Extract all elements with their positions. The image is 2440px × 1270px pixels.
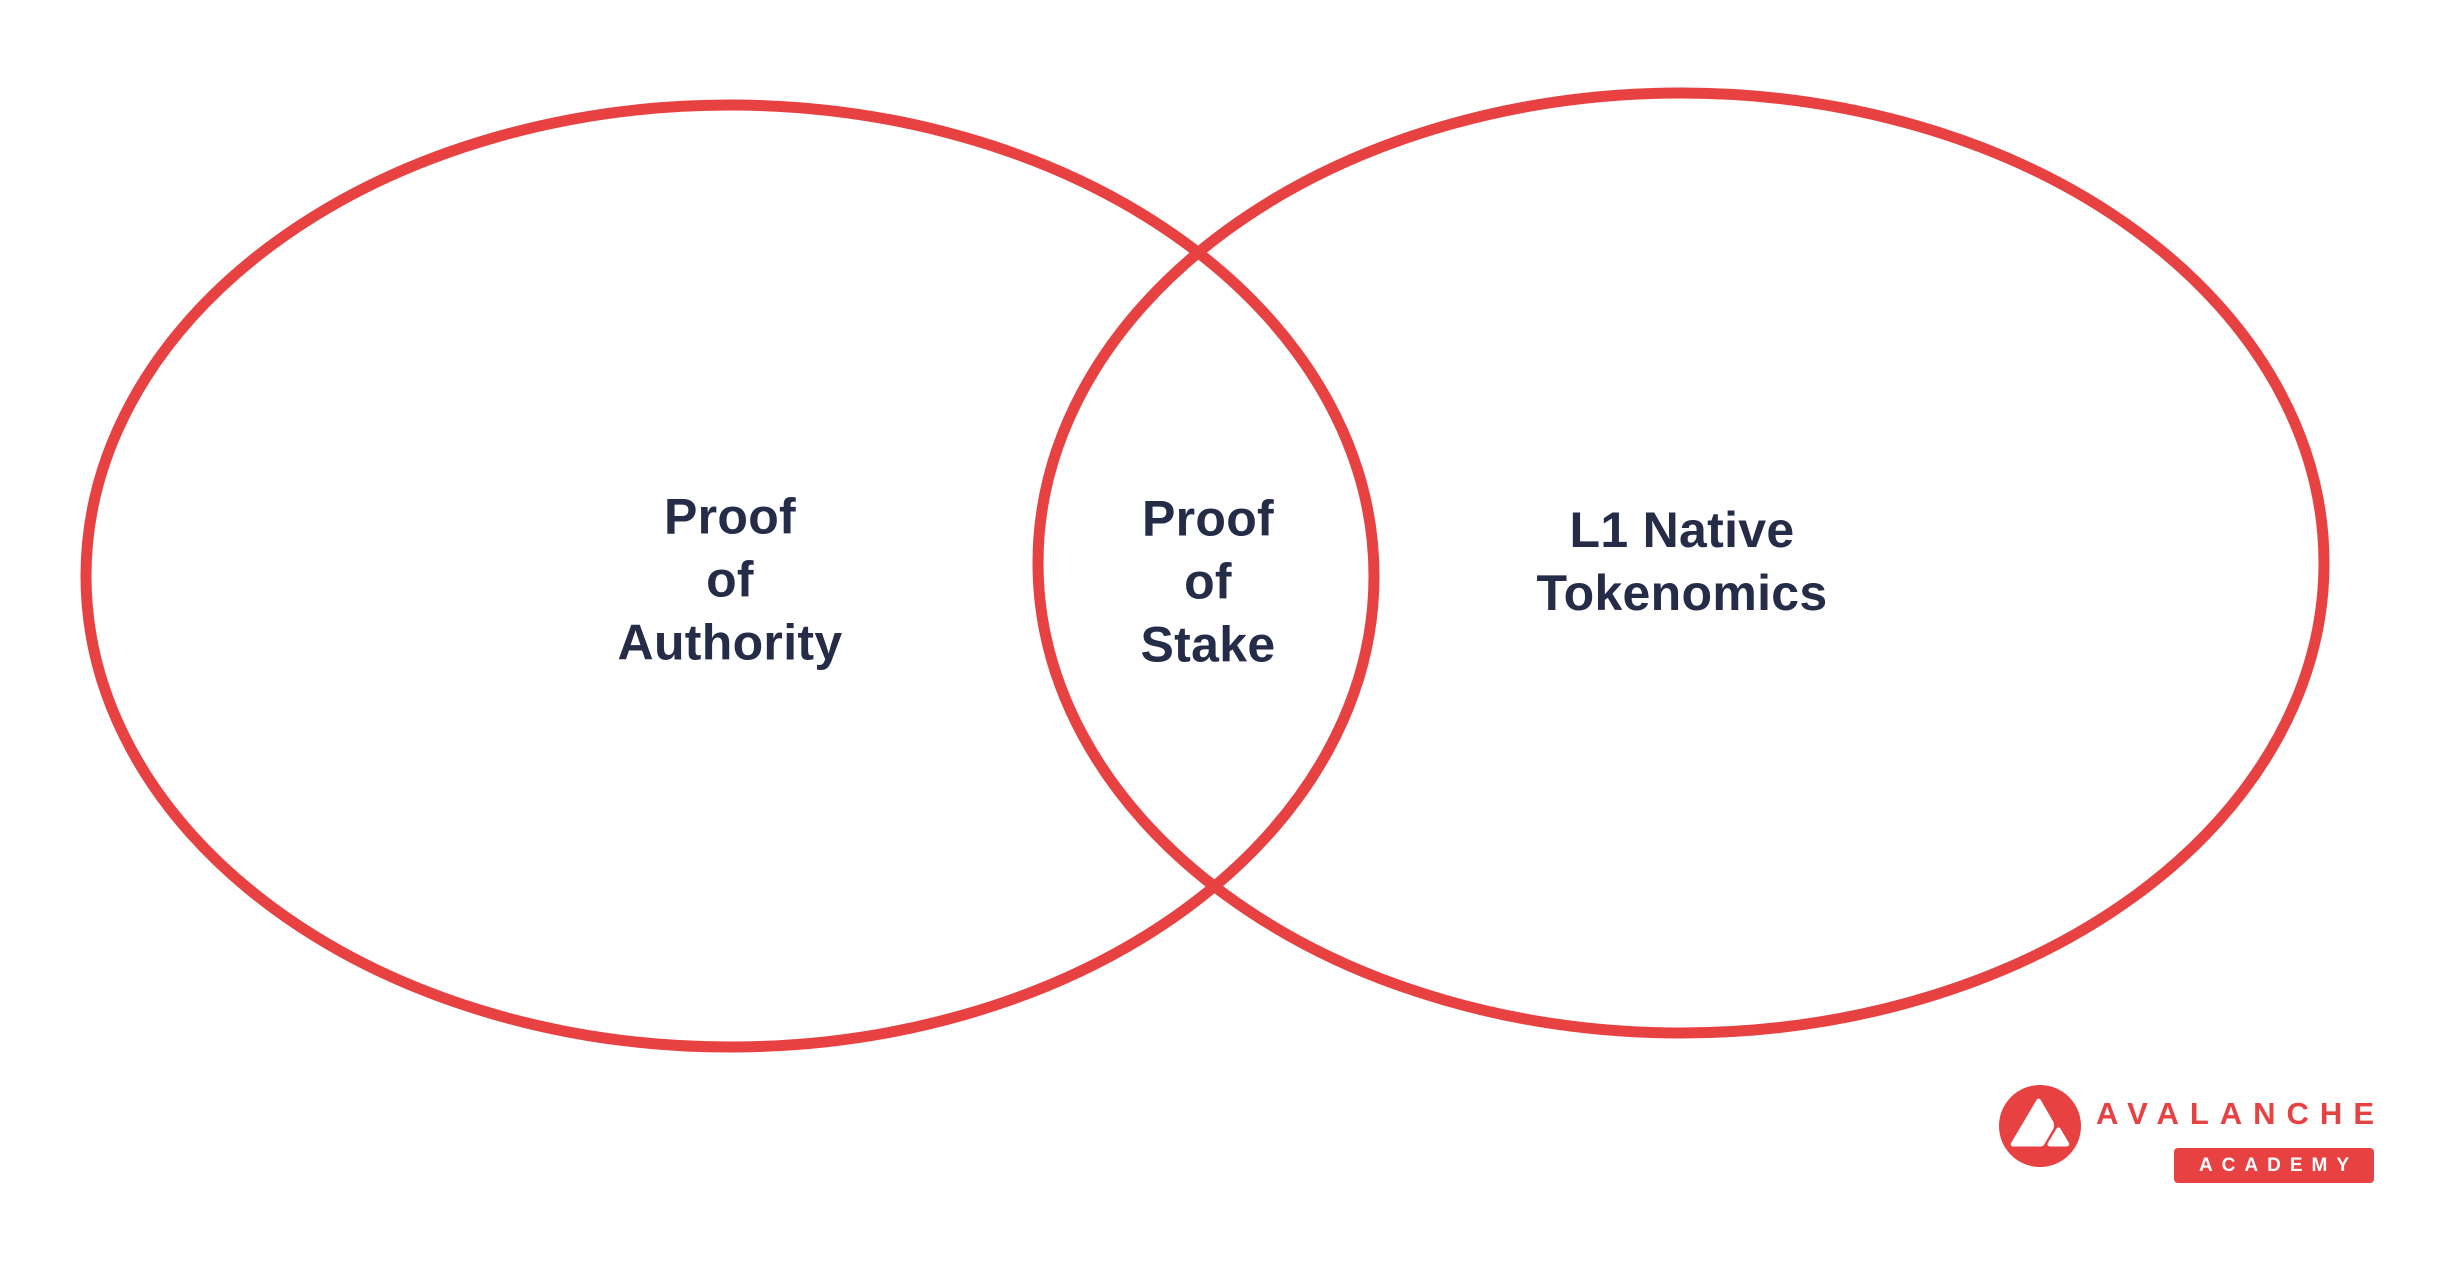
intersection-label: Proof of Stake (1141, 488, 1276, 677)
avalanche-logo-icon (1998, 1085, 2081, 1167)
intersection-label-line: Stake (1140, 616, 1276, 673)
left-set-label: Proof of Authority (618, 486, 843, 675)
logo-mountain-large (2010, 1098, 2055, 1147)
logo-mountain-small (2047, 1127, 2070, 1147)
right-set-label-line: Tokenomics (1536, 565, 1828, 621)
left-ellipse (80, 99, 1380, 1053)
left-set-label-line: Authority (617, 614, 843, 671)
academy-badge: ACADEMY (2173, 1148, 2374, 1183)
avalanche-academy-logo: AVALANCHE ACADEMY (1998, 1085, 2374, 1183)
right-set-label-line: L1 Native (1569, 502, 1795, 558)
right-ellipse (1032, 87, 2330, 1039)
intersection-label-line: Proof (1141, 490, 1275, 547)
intersection-label-line: of (1184, 553, 1232, 610)
brand-wordmark: AVALANCHE (2095, 1096, 2385, 1131)
left-set-label-line: Proof (663, 488, 797, 545)
right-set-label: L1 Native Tokenomics (1536, 499, 1827, 625)
logo-text-column: AVALANCHE ACADEMY (2096, 1085, 2374, 1183)
left-set-label-line: of (706, 551, 754, 608)
